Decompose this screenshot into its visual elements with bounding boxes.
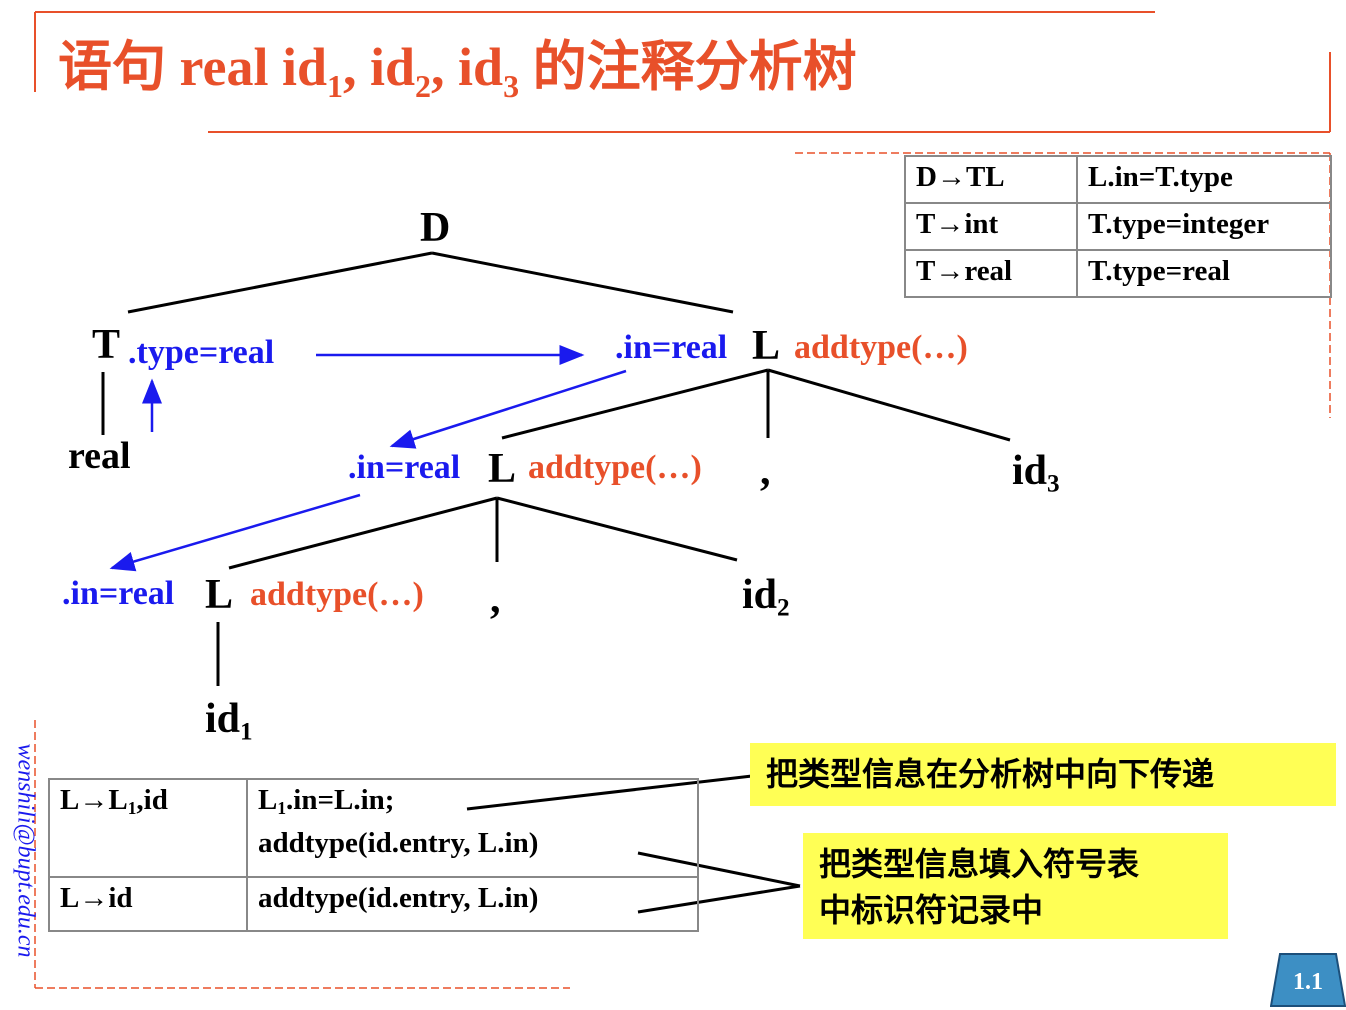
rule-cell: T.type=integer <box>1076 202 1332 251</box>
page-number: 1.1 <box>1293 969 1323 995</box>
table-row: L→id addtype(id.entry, L.in) <box>48 876 699 932</box>
l1-action: addtype(…) <box>794 329 968 366</box>
note-fill-symbol-table: 把类型信息填入符号表中标识符记录中 <box>803 833 1228 939</box>
production-cell: T→real <box>904 249 1078 298</box>
l2-in-attr: .in=real <box>348 449 461 486</box>
t-type-attr: .type=real <box>128 334 275 371</box>
node-comma: , <box>490 576 501 622</box>
l-rules-table: L→L1,id L1.in=L.in;addtype(id.entry, L.i… <box>48 778 699 932</box>
title-frame <box>34 11 1331 133</box>
l2-action: addtype(…) <box>528 449 702 486</box>
node-l1: L <box>752 323 781 369</box>
rule-cell: L1.in=L.in;addtype(id.entry, L.in) <box>246 778 699 878</box>
page-badge <box>1270 953 1346 1007</box>
node-comma: , <box>760 448 771 494</box>
node-id1: id1 <box>205 696 253 746</box>
rule-cell: L.in=T.type <box>1076 155 1332 204</box>
author-email: wenshili@bupt.edu.cn <box>12 743 39 958</box>
table-row: L→L1,id L1.in=L.in;addtype(id.entry, L.i… <box>48 778 699 878</box>
production-cell: T→int <box>904 202 1078 251</box>
attribute-flow-arrows <box>109 345 627 572</box>
l3-in-attr: .in=real <box>62 575 175 612</box>
node-real: real <box>68 435 131 477</box>
l3-action: addtype(…) <box>250 576 424 613</box>
rule-cell: addtype(id.entry, L.in) <box>246 876 699 932</box>
node-l2: L <box>488 446 517 492</box>
node-id2: id2 <box>742 572 790 622</box>
node-l3: L <box>205 572 234 618</box>
note-pass-down: 把类型信息在分析树中向下传递 <box>750 743 1336 806</box>
node-t: T <box>92 322 121 368</box>
production-cell: D→TL <box>904 155 1078 204</box>
l1-in-attr: .in=real <box>615 329 728 366</box>
node-d: D <box>420 205 451 251</box>
page-title: 语句 real id1, id2, id3 的注释分析树 <box>58 37 857 104</box>
production-cell: L→id <box>48 876 248 932</box>
node-id3: id3 <box>1012 448 1060 498</box>
rule-cell: T.type=real <box>1076 249 1332 298</box>
production-cell: L→L1,id <box>48 778 248 878</box>
